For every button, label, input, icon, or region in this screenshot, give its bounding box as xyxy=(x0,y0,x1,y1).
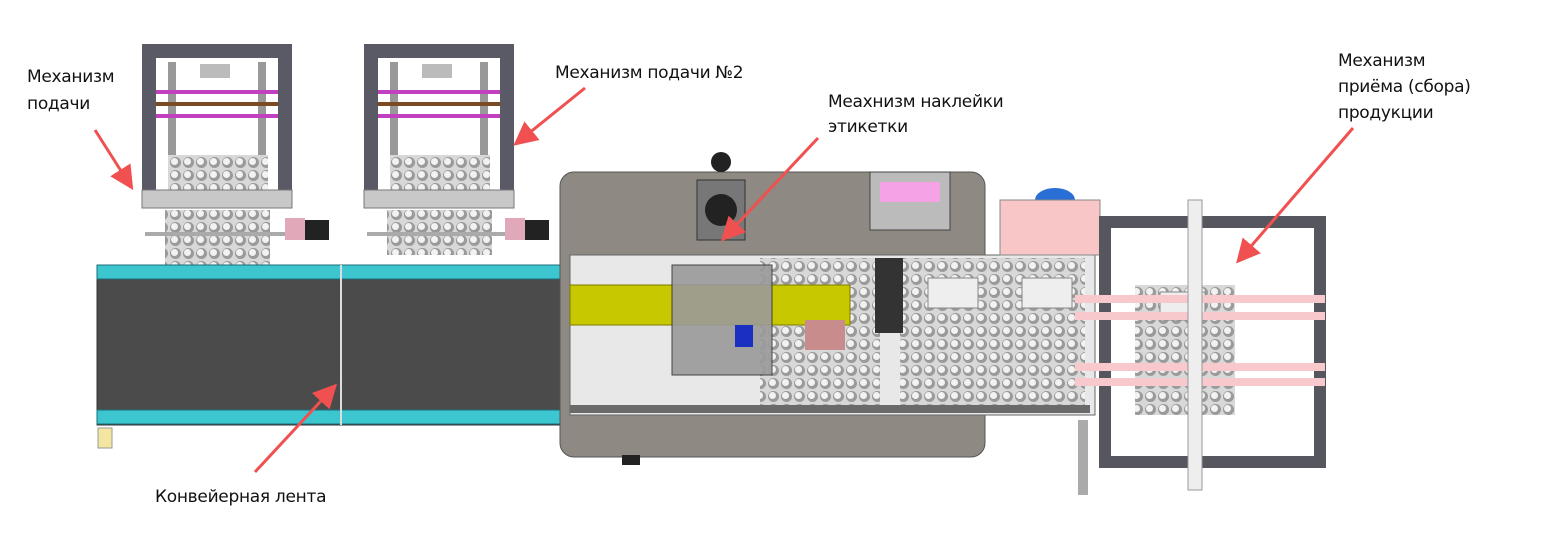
arrow-labeler xyxy=(720,136,820,242)
pink-box xyxy=(999,199,1101,256)
feeder-2 xyxy=(363,44,549,255)
feeder-1 xyxy=(141,44,329,265)
label-line: приёма (сбора) xyxy=(1338,77,1471,97)
label-line: этикетки xyxy=(828,117,908,137)
label-line: Механизм xyxy=(1338,51,1426,71)
label-conveyor: Конвейерная лента xyxy=(155,487,327,507)
receiver xyxy=(1075,199,1326,495)
label-receiver: Механизм приёма (сбора) продукции xyxy=(1338,48,1471,126)
label-line: продукции xyxy=(1338,103,1434,123)
label-feeder-2: Механизм подачи №2 xyxy=(555,63,744,83)
arrow-feeder-2 xyxy=(513,86,586,146)
label-line: Механизм xyxy=(27,67,115,87)
label-labeler: Меахнизм наклейки этикетки xyxy=(828,90,1004,140)
arrow-feeder-1 xyxy=(93,129,134,191)
blue-dome xyxy=(1035,188,1075,200)
arrow-receiver xyxy=(1236,127,1355,264)
callout-arrows xyxy=(93,86,1355,474)
arrow-conveyor xyxy=(253,383,338,474)
label-line: подачи xyxy=(27,94,90,114)
conveyor xyxy=(96,264,573,449)
labeling-machine xyxy=(559,152,1096,465)
label-feeder-1: Механизм подачи xyxy=(27,64,115,118)
label-line: Меахнизм наклейки xyxy=(828,92,1004,112)
